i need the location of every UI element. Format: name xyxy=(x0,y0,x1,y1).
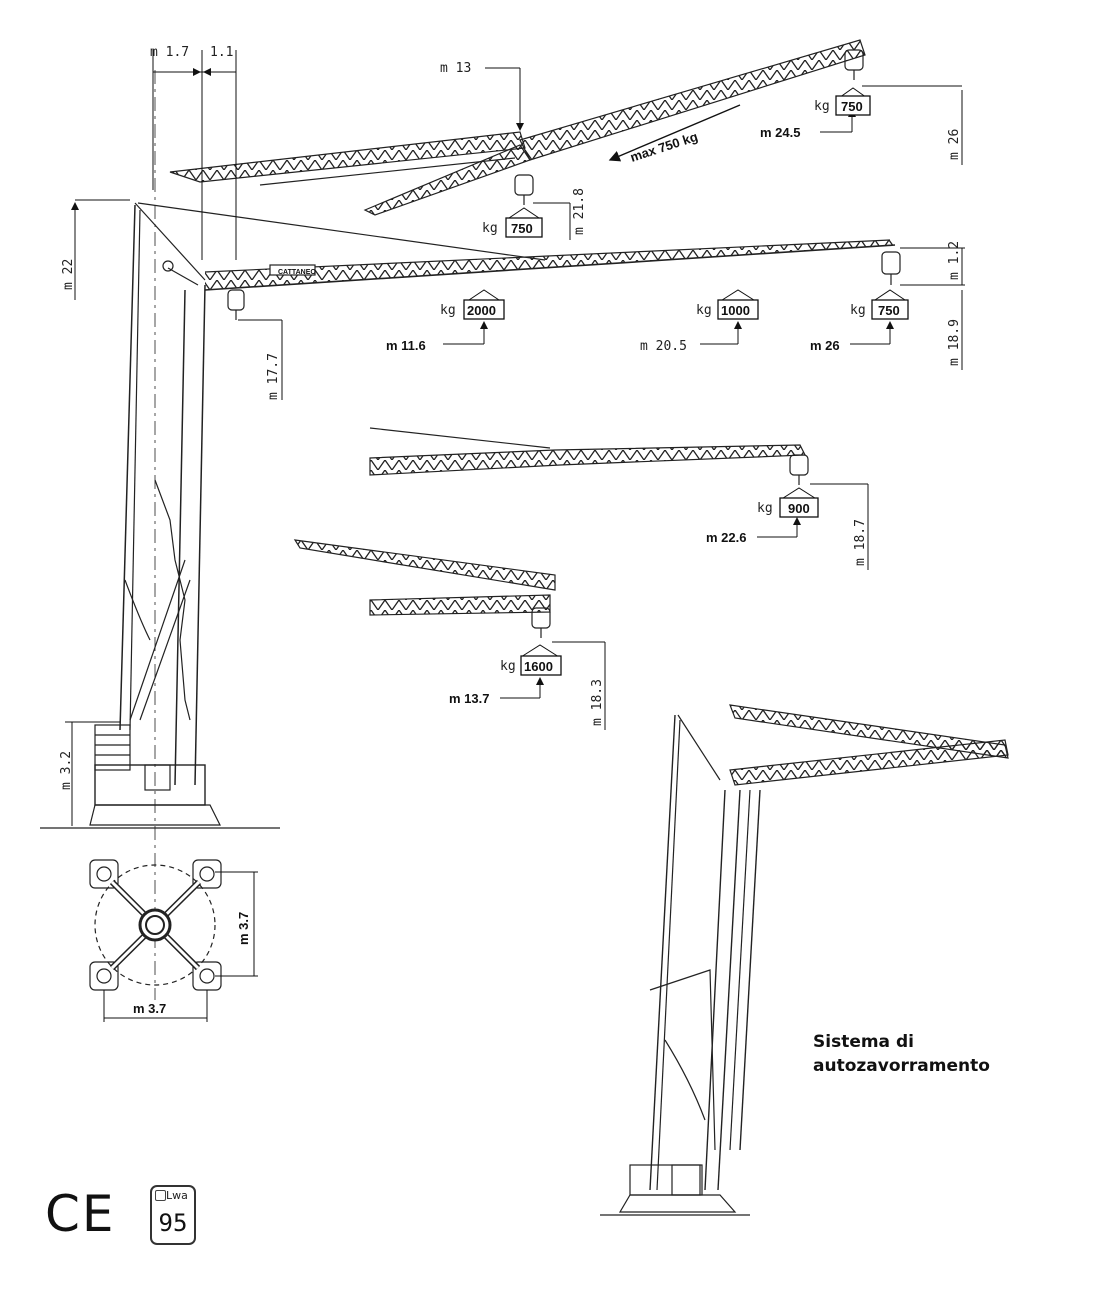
height-18-7: m 18.7 xyxy=(853,519,868,566)
base-width: m 3.7 xyxy=(133,1001,166,1016)
brand-plate: CATTANEO xyxy=(278,269,316,276)
noise-level-badge: Lwa 95 xyxy=(150,1185,196,1245)
reach-20-5: m 20.5 xyxy=(640,339,687,354)
dim-reach-13: m 13 xyxy=(440,61,471,76)
load-2000: 2000 xyxy=(467,303,496,318)
lwa-label: Lwa xyxy=(166,1189,188,1202)
mid-load-unit: kg xyxy=(482,221,498,236)
mid-load-750: 750 xyxy=(511,221,533,236)
load-unit-900: kg xyxy=(757,501,773,516)
reach-22-6: m 22.6 xyxy=(706,530,746,545)
load-750: 750 xyxy=(878,303,900,318)
tip-reach-24-5: m 24.5 xyxy=(760,125,800,140)
noise-icon xyxy=(155,1190,166,1201)
dim-top-1-1: 1.1 xyxy=(210,45,233,60)
dim-height-22: m 22 xyxy=(61,259,76,290)
reach-26: m 26 xyxy=(810,338,840,353)
caption-line-2: autozavorramento xyxy=(813,1056,990,1076)
mid-height-21-8: m 21.8 xyxy=(572,188,587,235)
load-1600: 1600 xyxy=(524,659,553,674)
height-18-3: m 18.3 xyxy=(590,679,605,726)
tip-height-26: m 26 xyxy=(947,129,962,160)
ce-mark: CE xyxy=(45,1185,116,1243)
tip-load-750: 750 xyxy=(841,99,863,114)
dim-top-1-7: m 1.7 xyxy=(150,45,189,60)
load-unit-3: kg xyxy=(850,303,866,318)
tip-offset-1-2: m 1.2 xyxy=(947,241,962,280)
max-load-label: max 750 kg xyxy=(628,129,699,165)
base-depth: m 3.7 xyxy=(236,912,251,945)
lwa-value: 95 xyxy=(158,1209,188,1237)
reach-11-6: m 11.6 xyxy=(386,338,426,353)
dim-hook-17-7: m 17.7 xyxy=(266,353,281,400)
reach-13-7: m 13.7 xyxy=(449,691,489,706)
hook-height-18-9: m 18.9 xyxy=(947,319,962,366)
load-900: 900 xyxy=(788,501,810,516)
caption: Sistema di autozavorramento xyxy=(813,1030,990,1078)
dim-base-3-2: m 3.2 xyxy=(59,751,74,790)
load-1000: 1000 xyxy=(721,303,750,318)
load-unit-1: kg xyxy=(440,303,456,318)
tip-load-unit: kg xyxy=(814,99,830,114)
load-unit-1600: kg xyxy=(500,659,516,674)
caption-line-1: Sistema di xyxy=(813,1032,914,1052)
load-unit-2: kg xyxy=(696,303,712,318)
